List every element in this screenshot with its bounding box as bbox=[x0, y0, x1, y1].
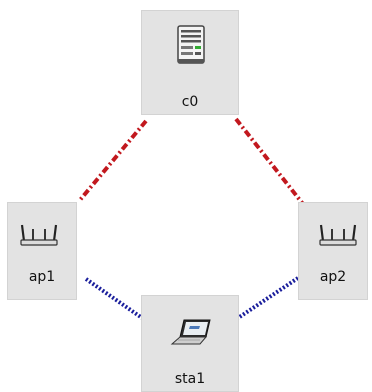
node-ap2[interactable]: ap2 bbox=[298, 202, 368, 300]
node-label: c0 bbox=[181, 94, 199, 110]
link-c0-ap2[interactable] bbox=[234, 117, 305, 206]
laptop-icon bbox=[170, 319, 211, 345]
server-icon bbox=[177, 25, 205, 64]
link-ap2-sta1[interactable] bbox=[230, 276, 300, 324]
node-sta1[interactable]: sta1 bbox=[141, 295, 239, 392]
link-ap1-sta1[interactable] bbox=[84, 277, 147, 322]
router-icon bbox=[319, 224, 357, 246]
node-label: sta1 bbox=[174, 371, 206, 387]
node-c0[interactable]: c0 bbox=[141, 10, 239, 115]
link-c0-ap1[interactable] bbox=[78, 119, 148, 202]
node-label: ap2 bbox=[319, 269, 347, 285]
router-icon bbox=[20, 224, 58, 246]
node-label: ap1 bbox=[28, 269, 56, 285]
node-ap1[interactable]: ap1 bbox=[7, 202, 77, 300]
